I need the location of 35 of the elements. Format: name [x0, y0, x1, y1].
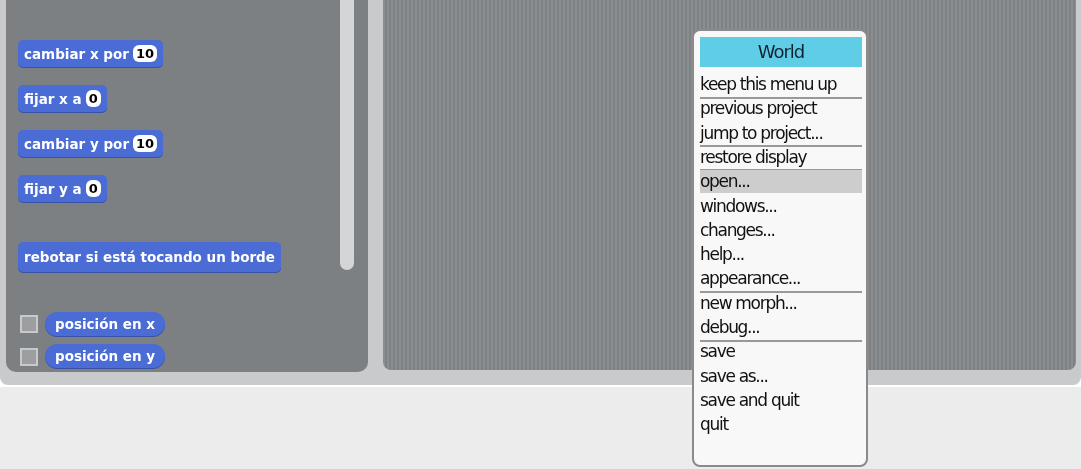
number-field: 10 [133, 135, 158, 152]
menu-item: previous project [700, 97, 817, 121]
command-block [18, 40, 164, 67]
block-label: posición en y [55, 348, 156, 364]
number-field: 0 [85, 90, 101, 107]
menu-item: open... [700, 170, 862, 194]
menu-item: appearance... [700, 267, 801, 291]
menu-item: debug... [700, 316, 760, 339]
menu-item: restore display [700, 145, 807, 169]
popup-menu [692, 29, 868, 467]
menu-item: keep this menu up [700, 73, 837, 96]
command-block [18, 85, 107, 112]
block-label: rebotar si está tocando un borde [24, 249, 275, 265]
block-label: fijar x a [24, 90, 82, 107]
block-label: posición en x [55, 316, 155, 332]
menu-item: changes... [700, 218, 775, 242]
menu-item: save [700, 340, 735, 364]
menu-item: quit [700, 413, 728, 437]
block-label: cambiar x por [24, 45, 129, 62]
reporter-block [45, 344, 166, 368]
block-label: fijar y a [24, 180, 82, 197]
menu-item: help... [700, 243, 744, 267]
menu-item: save as... [700, 364, 768, 388]
command-block [18, 130, 164, 157]
reporter-block [45, 312, 165, 336]
menu-item: windows... [700, 194, 777, 218]
menu-item: new morph... [700, 291, 797, 315]
command-block [18, 175, 107, 202]
menu-item: save and quit [700, 388, 799, 412]
number-field: 0 [85, 180, 101, 197]
number-field: 10 [132, 45, 158, 62]
block-label: cambiar y por [24, 135, 130, 152]
menu-title: World [700, 37, 862, 67]
command-block [18, 242, 281, 272]
menu-item: jump to project... [700, 121, 823, 145]
